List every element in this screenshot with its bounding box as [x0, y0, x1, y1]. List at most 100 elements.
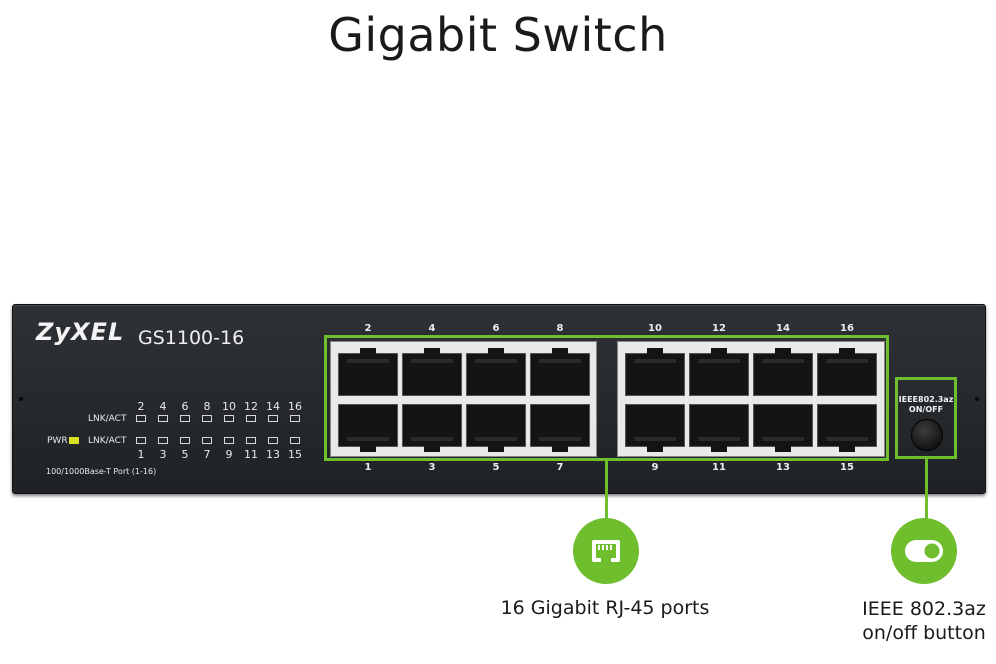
port-caption: 100/1000Base-T Port (1-16)	[46, 467, 157, 476]
led-label-lnk-act-bottom: LNK/ACT	[88, 436, 127, 446]
port-number-bottom: 15	[840, 462, 854, 473]
eee-callout-label: IEEE 802.3az on/off button	[836, 597, 996, 645]
led-label-lnk-act-top: LNK/ACT	[88, 414, 127, 424]
port-latch	[424, 348, 440, 354]
led-number-bottom: 15	[288, 448, 302, 461]
led-number-top: 6	[181, 400, 189, 413]
ports-callout-label: 16 Gigabit RJ-45 ports	[500, 597, 710, 619]
port-latch	[360, 446, 376, 452]
port-latch	[647, 446, 663, 452]
port-number-bottom: 11	[712, 462, 726, 473]
ports-highlight-frame	[324, 335, 889, 461]
rj45-port-13[interactable]	[753, 404, 813, 452]
led-number-bottom: 3	[159, 448, 167, 461]
port-number-top: 12	[712, 323, 726, 334]
link-led-16	[290, 415, 300, 422]
port-number-bottom: 5	[492, 462, 500, 473]
rj45-port-7[interactable]	[530, 404, 590, 452]
eee-label-line1: IEEE802.3az	[898, 395, 954, 404]
port-pins	[698, 437, 740, 441]
link-led-14	[268, 415, 278, 422]
eee-callout-badge	[891, 518, 957, 584]
port-latch	[711, 446, 727, 452]
link-led-11	[246, 437, 256, 444]
rj45-port-5[interactable]	[466, 404, 526, 452]
led-number-top: 4	[159, 400, 167, 413]
link-led-13	[268, 437, 278, 444]
led-number-top: 14	[266, 400, 280, 413]
port-latch	[775, 446, 791, 452]
port-number-top: 4	[428, 323, 436, 334]
port-pins	[698, 359, 740, 363]
ports-callout-badge	[573, 518, 639, 584]
pwr-led	[69, 437, 79, 444]
eee-callout-line	[925, 459, 928, 521]
rj45-port-14[interactable]	[753, 348, 813, 396]
port-number-bottom: 13	[776, 462, 790, 473]
port-number-bottom: 9	[651, 462, 659, 473]
link-led-15	[290, 437, 300, 444]
led-number-bottom: 7	[203, 448, 211, 461]
port-latch	[360, 348, 376, 354]
link-led-12	[246, 415, 256, 422]
port-number-top: 10	[648, 323, 662, 334]
port-latch	[488, 348, 504, 354]
rj45-port-3[interactable]	[402, 404, 462, 452]
eee-button-highlight-frame	[895, 377, 957, 459]
link-led-1	[136, 437, 146, 444]
port-pins	[475, 359, 517, 363]
led-number-bottom: 5	[181, 448, 189, 461]
port-number-bottom: 1	[364, 462, 372, 473]
port-latch	[424, 446, 440, 452]
rj45-port-1[interactable]	[338, 404, 398, 452]
rj45-port-6[interactable]	[466, 348, 526, 396]
led-number-top: 2	[137, 400, 145, 413]
port-number-bottom: 7	[556, 462, 564, 473]
led-label-pwr: PWR	[47, 436, 68, 446]
rj45-port-8[interactable]	[530, 348, 590, 396]
led-number-top: 8	[203, 400, 211, 413]
eee-button-label: IEEE802.3az ON/OFF	[898, 395, 954, 415]
port-pins	[826, 359, 868, 363]
led-number-bottom: 9	[225, 448, 233, 461]
link-led-10	[224, 415, 234, 422]
eee-label-line2: ON/OFF	[908, 405, 944, 414]
port-pins	[475, 437, 517, 441]
ethernet-port-icon	[592, 540, 620, 562]
port-latch	[839, 348, 855, 354]
rj45-port-10[interactable]	[625, 348, 685, 396]
port-pins	[762, 359, 804, 363]
port-pins	[634, 359, 676, 363]
link-led-7	[202, 437, 212, 444]
led-number-top: 10	[222, 400, 236, 413]
rj45-port-4[interactable]	[402, 348, 462, 396]
port-number-top: 8	[556, 323, 564, 334]
port-latch	[552, 446, 568, 452]
rj45-port-15[interactable]	[817, 404, 877, 452]
led-number-bottom: 1	[137, 448, 145, 461]
eee-callout-label-line2: on/off button	[862, 622, 986, 644]
port-pins	[347, 359, 389, 363]
link-led-3	[158, 437, 168, 444]
led-number-bottom: 13	[266, 448, 280, 461]
port-number-bottom: 3	[428, 462, 436, 473]
brand-logo: ZyXEL	[36, 318, 125, 346]
port-latch	[839, 446, 855, 452]
port-pins	[411, 437, 453, 441]
port-number-top: 6	[492, 323, 500, 334]
port-pins	[826, 437, 868, 441]
port-latch	[647, 348, 663, 354]
port-pins	[539, 437, 581, 441]
model-name: GS1100-16	[138, 327, 245, 349]
link-led-8	[202, 415, 212, 422]
rj45-port-12[interactable]	[689, 348, 749, 396]
port-latch	[552, 348, 568, 354]
rj45-port-11[interactable]	[689, 404, 749, 452]
eee-on-off-button[interactable]	[911, 419, 943, 451]
page-title: Gigabit Switch	[328, 8, 668, 62]
rj45-port-16[interactable]	[817, 348, 877, 396]
link-led-9	[224, 437, 234, 444]
rj45-port-2[interactable]	[338, 348, 398, 396]
link-led-4	[158, 415, 168, 422]
rj45-port-9[interactable]	[625, 404, 685, 452]
